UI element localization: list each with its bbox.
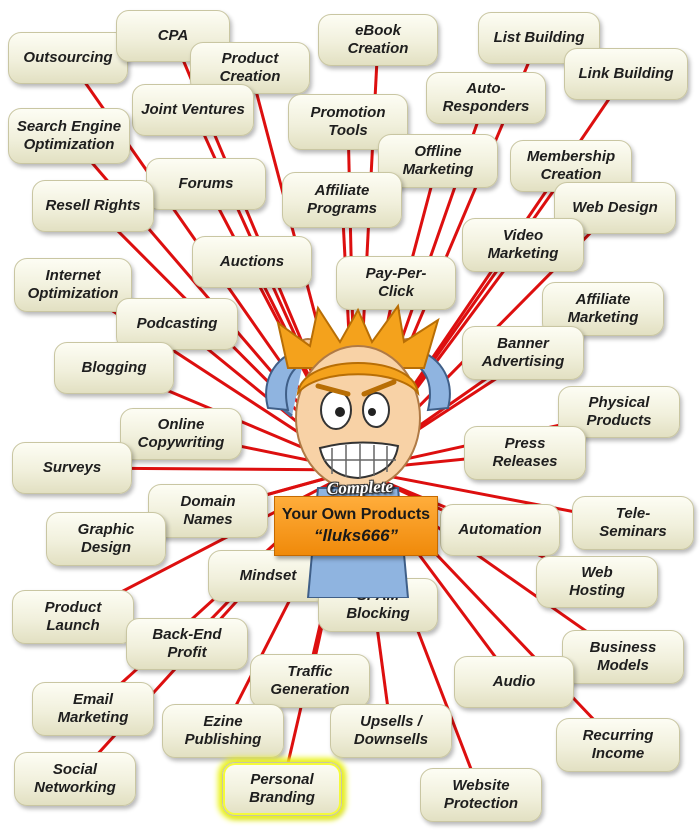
node-web-hosting[interactable]: Web Hosting bbox=[536, 556, 658, 608]
node-email-marketing[interactable]: Email Marketing bbox=[32, 682, 154, 736]
node-pay-per-click[interactable]: Pay-Per- Click bbox=[336, 256, 456, 310]
central-topic[interactable]: Your Own Products “lluks666” bbox=[274, 496, 438, 556]
node-blogging[interactable]: Blogging bbox=[54, 342, 174, 394]
node-podcasting[interactable]: Podcasting bbox=[116, 298, 238, 350]
node-upsells-downsells[interactable]: Upsells / Downsells bbox=[330, 704, 452, 758]
node-banner-advertising[interactable]: Banner Advertising bbox=[462, 326, 584, 380]
node-personal-branding[interactable]: Personal Branding bbox=[222, 762, 342, 816]
node-domain-names[interactable]: Domain Names bbox=[148, 484, 268, 538]
node-social-networking[interactable]: Social Networking bbox=[14, 752, 136, 806]
node-tele-seminars[interactable]: Tele- Seminars bbox=[572, 496, 694, 550]
node-cpa[interactable]: CPA bbox=[116, 10, 230, 62]
node-ezine-publishing[interactable]: Ezine Publishing bbox=[162, 704, 284, 758]
node-ebook-creation[interactable]: eBook Creation bbox=[318, 14, 438, 66]
node-online-copywriting[interactable]: Online Copywriting bbox=[120, 408, 242, 460]
node-link-building[interactable]: Link Building bbox=[564, 48, 688, 100]
central-topic-title: Your Own Products bbox=[281, 506, 431, 523]
node-back-end-profit[interactable]: Back-End Profit bbox=[126, 618, 248, 670]
node-search-engine-optimization[interactable]: Search Engine Optimization bbox=[8, 108, 130, 164]
node-auctions[interactable]: Auctions bbox=[192, 236, 312, 288]
node-press-releases[interactable]: Press Releases bbox=[464, 426, 586, 480]
node-product-launch[interactable]: Product Launch bbox=[12, 590, 134, 644]
node-forums[interactable]: Forums bbox=[146, 158, 266, 210]
node-recurring-income[interactable]: Recurring Income bbox=[556, 718, 680, 772]
node-web-design[interactable]: Web Design bbox=[554, 182, 676, 234]
node-surveys[interactable]: Surveys bbox=[12, 442, 132, 494]
node-video-marketing[interactable]: Video Marketing bbox=[462, 218, 584, 272]
node-automation[interactable]: Automation bbox=[440, 504, 560, 556]
node-business-models[interactable]: Business Models bbox=[562, 630, 684, 684]
central-topic-username: “lluks666” bbox=[313, 526, 399, 545]
node-internet-optimization[interactable]: Internet Optimization bbox=[14, 258, 132, 312]
node-website-protection[interactable]: Website Protection bbox=[420, 768, 542, 822]
node-joint-ventures[interactable]: Joint Ventures bbox=[132, 84, 254, 136]
node-affiliate-programs[interactable]: Affiliate Programs bbox=[282, 172, 402, 228]
node-affiliate-marketing[interactable]: Affiliate Marketing bbox=[542, 282, 664, 336]
node-audio[interactable]: Audio bbox=[454, 656, 574, 708]
node-outsourcing[interactable]: Outsourcing bbox=[8, 32, 128, 84]
node-graphic-design[interactable]: Graphic Design bbox=[46, 512, 166, 566]
node-traffic-generation[interactable]: Traffic Generation bbox=[250, 654, 370, 708]
node-resell-rights[interactable]: Resell Rights bbox=[32, 180, 154, 232]
node-auto-responders[interactable]: Auto- Responders bbox=[426, 72, 546, 124]
